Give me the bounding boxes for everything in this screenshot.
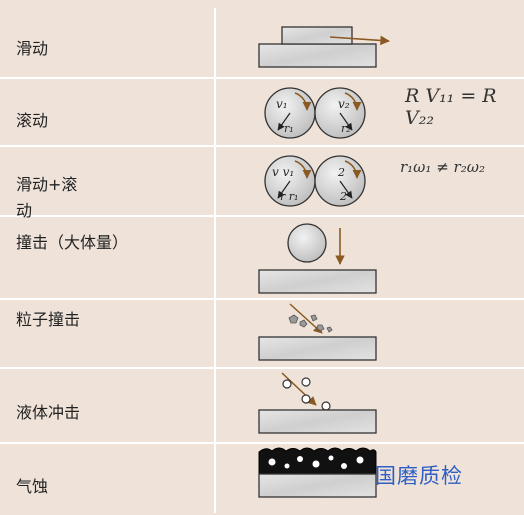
base-block	[258, 473, 377, 498]
row-divider	[0, 442, 524, 444]
sliding-rolling-equation: r₁ω₁ ≠ r₂ω₂	[400, 158, 485, 176]
left-velocity-label: v₁	[276, 97, 288, 111]
bubble	[312, 460, 320, 468]
droplet	[301, 394, 311, 404]
base-block	[258, 43, 377, 68]
bubble	[297, 456, 303, 462]
cavitation-diagram	[258, 447, 377, 498]
label-impact-bulk: 撞击（大体量）	[16, 233, 129, 252]
droplet-arrow	[281, 372, 317, 406]
rotation-arrow	[294, 92, 312, 111]
label-cavitation: 气蚀	[16, 477, 49, 496]
rotation-arrow	[344, 160, 362, 179]
sliding-rolling-diagram: v v₁ r r₁ 2 2	[264, 155, 366, 207]
liquid-impact-diagram	[258, 372, 377, 434]
particle-impact-diagram	[258, 303, 377, 361]
row-divider	[0, 77, 524, 79]
label-liquid-impact: 液体冲击	[16, 403, 81, 422]
radius-arrow	[277, 112, 291, 131]
rolling-equation-line2: V₂₂	[405, 107, 434, 129]
bubble	[341, 463, 347, 469]
row-divider	[0, 145, 524, 147]
rolling-diagram: v₁ r₁ v₂ r₂	[264, 87, 366, 139]
impact-ball	[287, 223, 327, 263]
base-block	[258, 409, 377, 434]
right-velocity-label: 2	[337, 166, 345, 179]
label-rolling: 滚动	[16, 111, 49, 130]
sliding-diagram	[258, 26, 390, 68]
droplet	[301, 377, 311, 387]
radius-arrow	[339, 112, 353, 131]
left-radius-label: r r₁	[280, 190, 298, 203]
particle	[299, 319, 308, 328]
right-velocity-label: v₂	[338, 97, 350, 111]
label-particle-impact: 粒子撞击	[16, 310, 81, 329]
bubble	[328, 455, 334, 461]
column-divider	[214, 8, 216, 513]
radius-arrow	[277, 180, 291, 199]
row-divider	[0, 298, 524, 300]
left-velocity-label: v v₁	[272, 165, 294, 179]
particle	[310, 314, 318, 322]
right-radius-label: r₂	[341, 122, 351, 135]
base-block	[258, 336, 377, 361]
rotation-arrow	[294, 160, 312, 179]
slider-block	[281, 26, 353, 45]
motion-arrow	[329, 35, 390, 46]
droplet	[282, 379, 292, 389]
particle	[326, 326, 333, 333]
droplet	[321, 401, 331, 411]
label-sliding-rolling: 滑动+滚 动	[16, 175, 78, 220]
right-radius-label: 2	[339, 190, 347, 203]
bubble	[356, 456, 364, 464]
label-sliding: 滑动	[16, 39, 49, 58]
rolling-equation-line1: R V₁₁ = R	[405, 85, 497, 107]
watermark-text: 国磨质检	[375, 464, 463, 488]
row-divider	[0, 367, 524, 369]
left-radius-label: r₁	[284, 122, 294, 135]
bubble	[268, 458, 276, 466]
base-block	[258, 269, 377, 294]
rotation-arrow	[344, 92, 362, 111]
bulk-impact-diagram	[258, 223, 377, 294]
particle	[288, 314, 299, 324]
bubble	[284, 463, 290, 469]
row-divider	[0, 215, 524, 217]
radius-arrow	[339, 180, 353, 199]
particle	[316, 324, 325, 332]
